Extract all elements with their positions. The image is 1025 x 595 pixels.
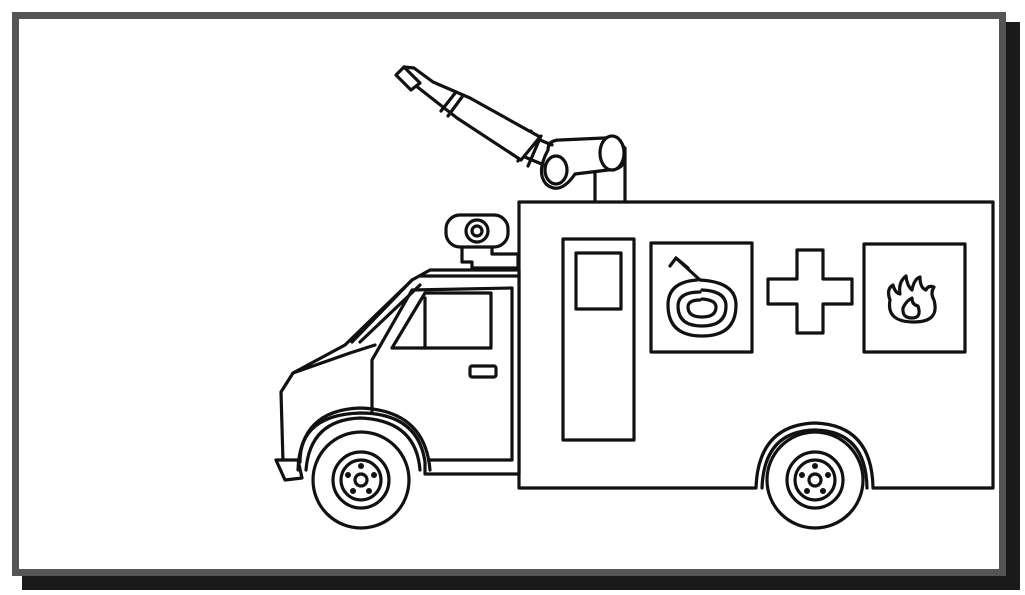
compartment-door — [561, 237, 636, 442]
medical-cross-icon — [766, 248, 854, 335]
front-wheel — [311, 430, 411, 530]
siren-light — [444, 213, 520, 270]
flame-icon — [862, 242, 967, 354]
rear-wheel — [765, 430, 865, 530]
fire-hose-icon — [649, 241, 754, 354]
truck-cab — [274, 268, 521, 482]
water-cannon — [394, 65, 627, 204]
